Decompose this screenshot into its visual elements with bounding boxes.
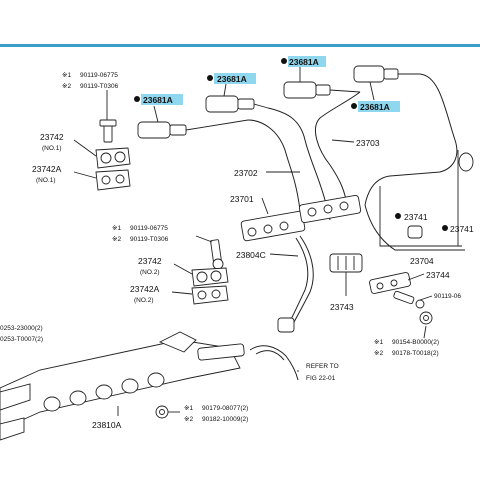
ref4-prefix: ※2: [112, 236, 121, 243]
bolt-90119-left-top[interactable]: [99, 119, 117, 143]
ref8-prefix: ※1: [184, 405, 193, 412]
ref9-prefix: ※2: [184, 416, 193, 423]
marker-dot-23741-b: [442, 225, 448, 231]
clamp-23742-no2[interactable]: [191, 267, 229, 287]
grommet-23741-a[interactable]: [458, 152, 474, 172]
nut-90154-right[interactable]: [419, 311, 433, 325]
label-23742A-no2[interactable]: 23742A: [130, 284, 160, 294]
label-ref-90178-T0018[interactable]: 90178-T0018(2): [392, 350, 439, 357]
label-23703[interactable]: 23703: [356, 138, 380, 148]
marker-dot-23741-a: [395, 213, 401, 219]
label-23742-no1[interactable]: 23742: [40, 132, 64, 142]
label-23741-a[interactable]: 23741: [404, 212, 428, 222]
delivery-pipe-23810A[interactable]: [0, 331, 245, 441]
label-ref-90119-06775-b[interactable]: 90119-06775: [130, 225, 168, 232]
highlight-23681A-top: [288, 56, 326, 67]
label-ref-90119-T0306-b[interactable]: 90119-T0306: [130, 236, 169, 243]
injector-nozzle-mid[interactable]: [205, 95, 269, 113]
label-ref-90119-06775-a[interactable]: 90119-06775: [80, 72, 118, 79]
label-refer-fig[interactable]: FIG 22-01: [306, 375, 336, 382]
leader-23804C: [269, 253, 299, 257]
leader-23742-no2: [173, 263, 193, 275]
label-ref-90182-10009[interactable]: 90182-10009(2): [202, 416, 248, 423]
injector-nozzle-top[interactable]: [283, 81, 361, 99]
clamp-23742-no1[interactable]: [95, 147, 131, 169]
label-23742A-no2-suffix: (NO.2): [134, 297, 154, 304]
label-refer-to[interactable]: REFER TO: [306, 363, 339, 370]
label-ref-90179-08077[interactable]: 90179-08077(2): [202, 405, 248, 412]
leader-23681A-mid: [223, 83, 227, 97]
ref6-prefix: ※1: [374, 339, 383, 346]
highlight-23681A-mid: [214, 73, 256, 84]
ref1-prefix: ※1: [62, 72, 71, 79]
leader-23742A-no2: [171, 291, 193, 295]
label-23743[interactable]: 23743: [330, 302, 354, 312]
pipe-clamp-23743[interactable]: [329, 253, 363, 273]
label-23742-no2-suffix: (NO.2): [140, 269, 160, 276]
label-23681A-mid[interactable]: 23681A: [217, 74, 247, 84]
washer-90179[interactable]: [155, 405, 169, 419]
injection-pipe-23703[interactable]: [315, 73, 458, 211]
fuel-hose[interactable]: [249, 345, 299, 381]
label-23742A-no1[interactable]: 23742A: [32, 164, 62, 174]
injection-pipe-23804C[interactable]: [287, 235, 314, 327]
bracket-outline-23704: [379, 186, 462, 247]
marker-dot-23681A-mid: [207, 75, 213, 81]
leader-23742A-no1: [73, 171, 97, 179]
leader-23703: [331, 139, 355, 143]
label-23704[interactable]: 23704: [410, 256, 434, 266]
label-23810A[interactable]: 23810A: [92, 420, 122, 430]
label-23741-b[interactable]: 23741: [450, 224, 474, 234]
highlight-23681A-left: [141, 94, 183, 105]
clamp-23742A-no1[interactable]: [95, 169, 131, 191]
label-ref-0253-T0007[interactable]: 0253-T0007(2): [0, 336, 43, 343]
label-23701[interactable]: 23701: [230, 194, 254, 204]
label-23742A-no1-suffix: (NO.1): [36, 177, 56, 184]
label-ref-0253-23000[interactable]: 0253-23000(2): [0, 325, 43, 332]
injection-pipe-23702[interactable]: [247, 107, 331, 221]
header-accent-line: [0, 44, 480, 47]
label-23681A-left[interactable]: 23681A: [143, 95, 173, 105]
grommet-23741-b[interactable]: [407, 225, 423, 239]
label-23744[interactable]: 23744: [426, 270, 450, 280]
leader-ref6: [423, 325, 427, 339]
clamp-23742A-no2[interactable]: [191, 285, 229, 305]
label-23681A-right[interactable]: 23681A: [360, 102, 390, 112]
injector-nozzle-left[interactable]: [137, 119, 249, 139]
bolt-90119-left-lower[interactable]: [210, 239, 224, 270]
grommet-23804C[interactable]: [277, 317, 295, 333]
highlight-23681A-right: [358, 101, 400, 112]
label-ref-90154-B0000[interactable]: 90154-B0000(2): [392, 339, 439, 346]
label-23804C[interactable]: 23804C: [236, 250, 266, 260]
marker-dot-23681A-right: [351, 103, 357, 109]
label-23742-no2[interactable]: 23742: [138, 256, 162, 266]
pipe-clamp-23701[interactable]: [240, 210, 306, 242]
pipe-clamp-23744[interactable]: [369, 272, 411, 294]
leader-ref3: [195, 235, 213, 243]
label-23702[interactable]: 23702: [234, 168, 258, 178]
marker-dot-23681A-left: [134, 96, 140, 102]
leader-23681A-right: [369, 81, 375, 101]
injection-pipe-23704[interactable]: [364, 204, 465, 251]
leader-ref5: [419, 295, 433, 301]
pipe-clamp-23701-upper[interactable]: [298, 194, 362, 224]
label-ref-90119-T0306-a[interactable]: 90119-T0306: [80, 83, 119, 90]
ref3-prefix: ※1: [112, 225, 121, 232]
leader-23742-no1: [73, 139, 97, 157]
leader-23744: [407, 273, 425, 281]
ref7-prefix: ※2: [374, 350, 383, 357]
label-23742-no1-suffix: (NO.1): [42, 145, 62, 152]
injector-nozzle-right[interactable]: [353, 65, 420, 83]
label-ref-90119-06[interactable]: 90119-06: [434, 293, 461, 300]
leader-23681A-left: [153, 105, 159, 123]
bolt-90119-right[interactable]: [393, 290, 425, 309]
leader-23701: [261, 197, 269, 215]
label-23681A-top[interactable]: 23681A: [289, 57, 319, 67]
ref2-prefix: ※2: [62, 83, 71, 90]
marker-dot-23681A-top: [281, 58, 287, 64]
